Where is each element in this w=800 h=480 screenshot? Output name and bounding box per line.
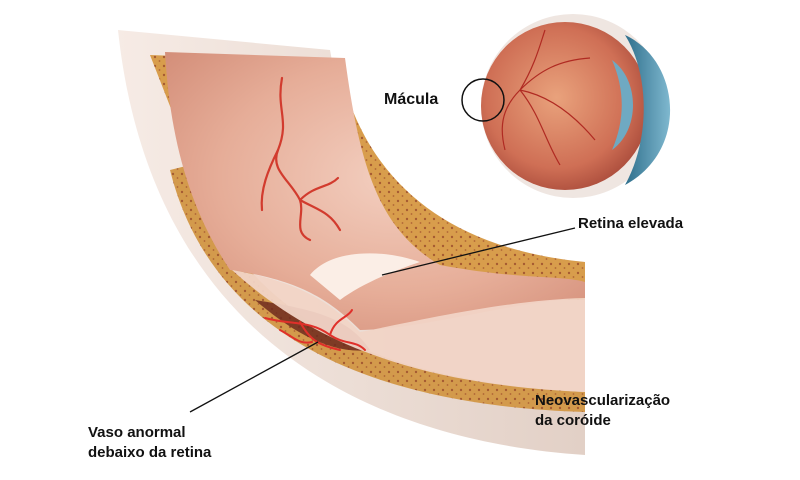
leader-lines	[189, 227, 576, 413]
label-vaso-anormal: Vaso anormal debaixo da retina	[88, 423, 211, 463]
label-neo-line1: Neovascularização	[535, 392, 671, 409]
label-macula: Mácula	[384, 91, 439, 108]
retina-elevation	[310, 253, 420, 300]
label-vaso-line2: debaixo da retina	[88, 444, 212, 461]
retina-vessels	[260, 76, 342, 242]
abnormal-vessels	[264, 309, 366, 351]
macula-marker	[461, 78, 505, 122]
retina-surface	[165, 52, 585, 330]
label-neovascularizacao: Neovascularização da coróide	[535, 391, 670, 431]
label-retina-elevada: Retina elevada	[578, 215, 684, 232]
label-neo-line2: da coróide	[535, 412, 611, 429]
label-vaso-line1: Vaso anormal	[88, 424, 186, 441]
eye-globe	[461, 14, 671, 198]
